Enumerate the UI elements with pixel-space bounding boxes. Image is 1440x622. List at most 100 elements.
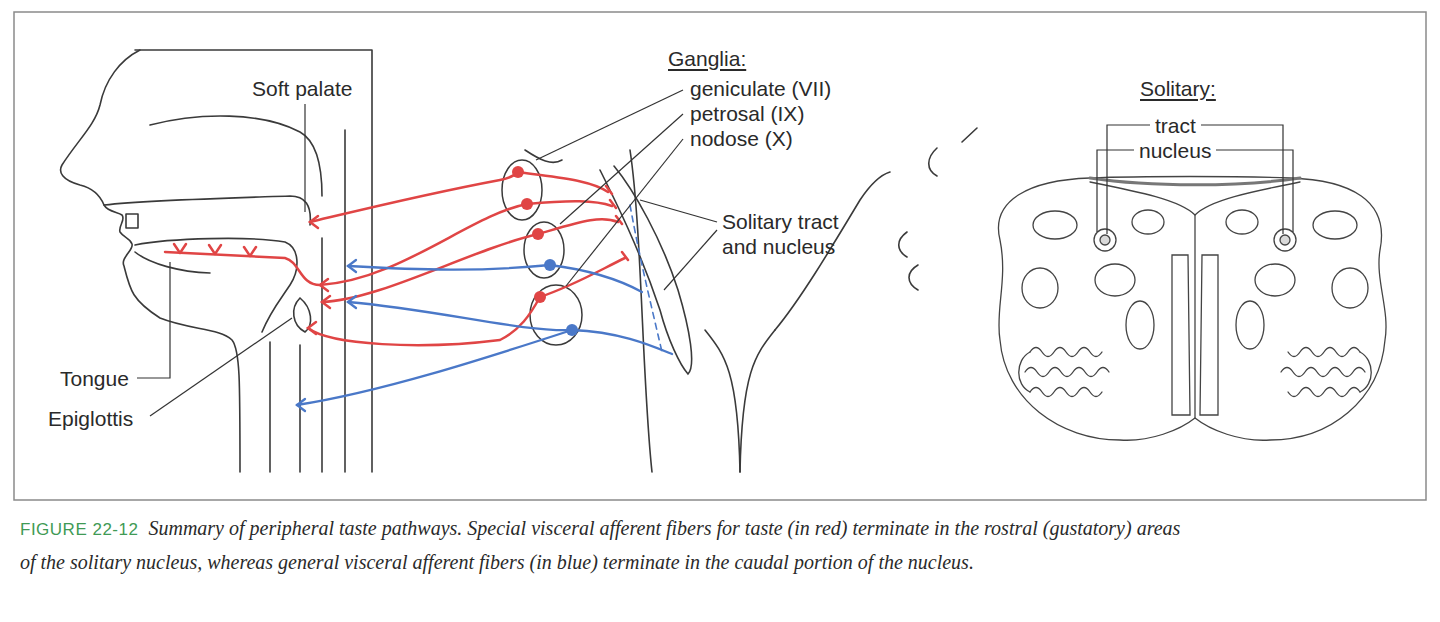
medulla-section-part [1030, 348, 1102, 357]
visceral-fiber-blue-part [630, 205, 662, 352]
medulla-section-part [1255, 264, 1295, 296]
medulla-section-part [998, 177, 1386, 441]
taste-fiber-red-part [518, 172, 608, 192]
medulla-section-part [1022, 268, 1058, 308]
taste-fiber-red-part [165, 204, 527, 285]
leader-line-part [304, 104, 305, 212]
medulla-section-part [1172, 255, 1190, 415]
taste-fiber-red-part [538, 219, 618, 234]
medulla-section-part [1025, 368, 1109, 377]
head-outline [61, 50, 562, 472]
structure-label: Tongue [60, 366, 129, 391]
ganglion-outline-part [502, 160, 542, 220]
medulla-section-part [1288, 348, 1360, 357]
brainstem-outline-part [630, 150, 652, 472]
leader-line-part [137, 262, 170, 378]
taste-cell-body [512, 166, 546, 303]
visceral-fiber-blue [297, 205, 672, 411]
structure-label: Epiglottis [48, 406, 133, 431]
medulla-section-part [1313, 211, 1357, 239]
ganglion-outline-part [524, 222, 564, 278]
taste-fiber-red [165, 172, 628, 345]
medulla-section-part [1226, 210, 1258, 234]
medulla-section-part [1019, 352, 1030, 392]
medulla-section-part [1281, 368, 1365, 377]
medulla-section-part [1280, 235, 1290, 245]
medulla-section-part [1132, 210, 1164, 234]
brainstem-outline-part [740, 330, 775, 472]
taste-fiber-red-part [310, 172, 518, 222]
head-outline-part [321, 238, 323, 472]
ganglion-label: petrosal (IX) [690, 101, 804, 126]
medulla-section-part [1332, 268, 1368, 308]
leader-line-part [1216, 150, 1293, 232]
medulla-section-part [1236, 301, 1264, 349]
structure-label: Soft palate [252, 76, 352, 101]
medulla-section-part [1274, 229, 1296, 251]
taste-cell-body-part [534, 291, 546, 303]
visceral-fiber-blue-part [348, 265, 550, 270]
taste-cell-body-part [512, 166, 524, 178]
head-outline-part [126, 214, 138, 228]
visceral-fiber-blue-part [297, 399, 305, 411]
taste-fiber-red-part [322, 296, 330, 308]
medulla-section-part [1100, 235, 1110, 245]
leader-line-part [566, 139, 683, 286]
structure-label: tract [1155, 113, 1196, 138]
figure-caption-block: FIGURE 22-12Summary of peripheral taste … [20, 512, 1190, 579]
head-outline-part [135, 238, 297, 332]
medulla-section-part [1030, 388, 1102, 397]
ganglion-label: nodose (X) [690, 126, 793, 151]
medulla-section-part [1033, 211, 1077, 239]
figure-caption: Summary of peripheral taste pathways. Sp… [20, 517, 1180, 573]
visceral-fiber-blue-part [550, 265, 642, 292]
taste-cell-body-part [532, 228, 544, 240]
taste-fiber-red-part [308, 297, 540, 345]
leader-line-part [1201, 125, 1283, 234]
leader-line-part [640, 200, 717, 222]
medulla-section-part [1194, 215, 1195, 418]
head-outline-part [135, 252, 210, 273]
taste-fiber-red-part [527, 201, 612, 206]
group-heading: Solitary: [1140, 76, 1216, 101]
medulla-section-part [1126, 301, 1154, 349]
taste-fiber-red-part [310, 216, 318, 228]
medulla-section-part [1200, 255, 1218, 415]
visceral-fiber-blue-part [348, 302, 572, 330]
brainstem-outline [600, 128, 977, 472]
leader-line-part [664, 230, 717, 290]
medulla-section-part [1094, 229, 1116, 251]
figure-frame [14, 12, 1426, 500]
leader-line-part [536, 90, 683, 160]
structure-label: nucleus [1139, 138, 1211, 163]
brainstem-outline-part [705, 330, 740, 472]
taste-cell-body-part [521, 198, 533, 210]
medulla-section-part [1360, 352, 1371, 392]
leader-line-part [1097, 150, 1134, 232]
medulla-section-part [1288, 388, 1360, 397]
taste-fiber-red-part [540, 258, 625, 297]
leader-line-part [150, 318, 292, 416]
figure-number: FIGURE 22-12 [20, 520, 138, 539]
taste-fiber-red-part [174, 244, 186, 253]
visceral-fiber-blue-part [572, 330, 672, 354]
taste-fiber-red-part [244, 247, 256, 256]
visceral-cell-body-part [544, 259, 556, 271]
medulla-section-part [1090, 178, 1300, 185]
head-outline-part [344, 130, 346, 472]
ganglion-label: geniculate (VII) [690, 76, 831, 101]
visceral-cell-body [544, 259, 578, 336]
leader-line [137, 90, 1293, 416]
head-outline-part [104, 196, 310, 225]
visceral-cell-body-part [566, 324, 578, 336]
structure-label: Solitary tract and nucleus [722, 209, 857, 259]
head-outline-part [269, 342, 271, 472]
visceral-fiber-blue-part [348, 260, 356, 272]
taste-fiber-red-part [209, 245, 221, 254]
group-heading: Ganglia: [668, 46, 746, 71]
medulla-section [998, 177, 1386, 441]
brainstem-outline-part [909, 265, 918, 290]
brainstem-outline-part [899, 232, 907, 257]
brainstem-outline-part [962, 128, 977, 142]
visceral-fiber-blue-part [348, 296, 356, 308]
